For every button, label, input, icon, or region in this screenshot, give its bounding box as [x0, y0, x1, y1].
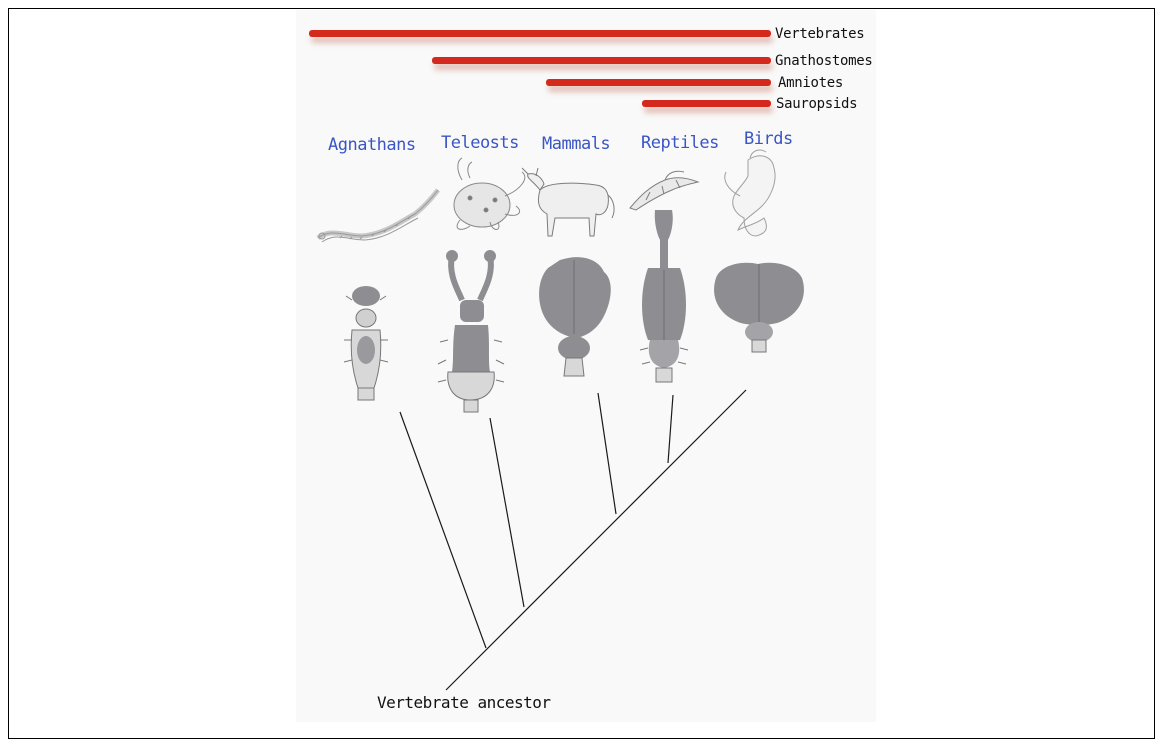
reptile-brain-icon: [640, 210, 688, 382]
lamprey-icon: [318, 190, 438, 242]
tree-trunk: [446, 390, 746, 690]
branch-mammals: [598, 393, 616, 514]
branch-reptiles: [668, 395, 673, 463]
branch-agnathans: [400, 412, 486, 648]
agnathan-brain-icon: [344, 286, 388, 400]
root-label: Vertebrate ancestor: [377, 693, 551, 712]
fish-icon: [454, 158, 525, 230]
cladogram-tree: [400, 390, 746, 690]
cow-icon: [522, 168, 614, 236]
lizard-icon: [630, 171, 698, 210]
bird-brain-icon: [714, 263, 804, 352]
branch-teleosts: [490, 418, 524, 607]
teleost-brain-icon: [438, 250, 504, 412]
bird-icon: [725, 150, 775, 236]
mammal-brain-icon: [539, 257, 611, 376]
